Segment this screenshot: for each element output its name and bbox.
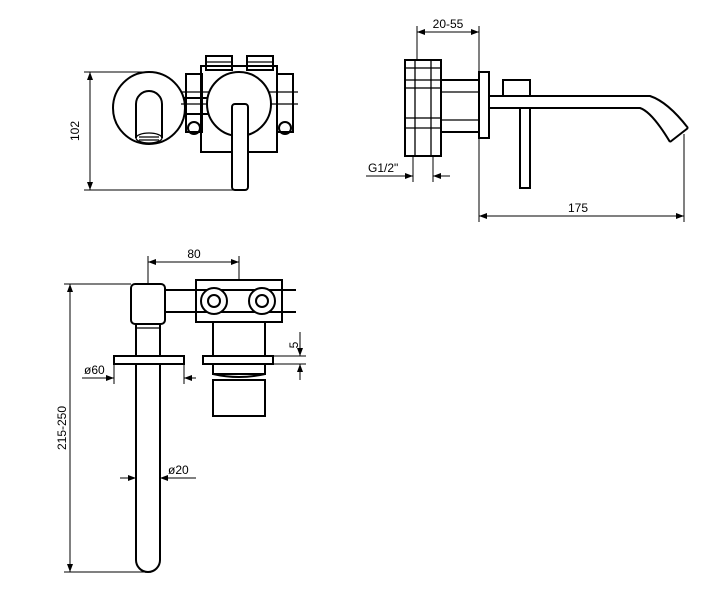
wall-plate <box>478 71 490 139</box>
handle-lever <box>231 103 249 191</box>
dim-label-80: 80 <box>187 247 201 261</box>
spout-outlet <box>135 90 163 138</box>
inlet-cap-left <box>205 55 233 71</box>
lever-curve <box>212 373 266 378</box>
screw-left <box>187 121 201 135</box>
dim-label-175: 175 <box>568 201 588 215</box>
dim-label-20: ø20 <box>168 463 189 477</box>
spout-plate <box>113 355 185 365</box>
lever-grip <box>212 379 266 417</box>
spout-bottom <box>489 107 671 143</box>
spout-top <box>489 95 689 129</box>
cartridge <box>440 79 480 133</box>
aerator <box>135 132 163 144</box>
front-view: 102 <box>68 55 298 191</box>
dim-label-20-55: 20-55 <box>433 17 464 31</box>
lever-hub <box>502 79 531 97</box>
inlet-cap-right <box>246 55 274 71</box>
screw-right <box>278 121 292 135</box>
side-lug-right <box>276 73 294 133</box>
dim-label-102: 102 <box>68 121 82 141</box>
lever-side <box>519 107 531 189</box>
valve-plate <box>202 355 274 365</box>
dim-label-215-250: 215-250 <box>55 406 69 450</box>
dim-label-5: 5 <box>287 341 301 348</box>
side-view: 20-55 G1/2" 175 <box>366 17 689 222</box>
spout-head <box>130 283 166 325</box>
side-body <box>404 59 442 157</box>
top-view: 80 5 ø60 ø20 215-250 <box>55 247 306 573</box>
dim-label-60: ø60 <box>84 363 105 377</box>
top-cartridge <box>212 321 266 359</box>
side-lug-left <box>185 73 203 133</box>
dim-label-g12: G1/2" <box>368 161 398 175</box>
